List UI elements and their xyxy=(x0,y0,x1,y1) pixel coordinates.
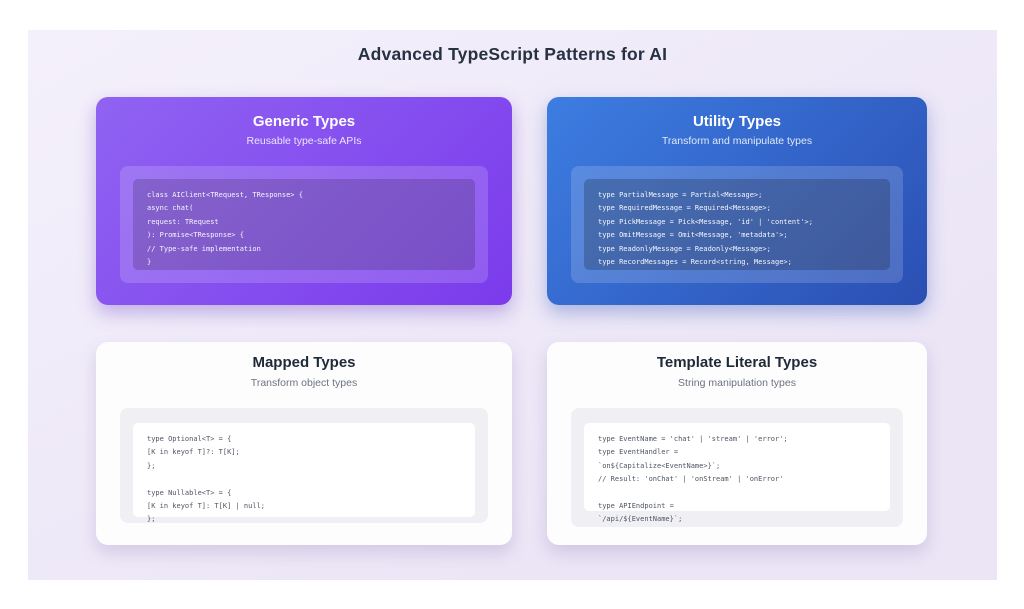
code-panel: class AIClient<TRequest, TResponse> { as… xyxy=(120,166,488,283)
card-title: Mapped Types xyxy=(252,354,356,371)
card-subtitle: Reusable type-safe APIs xyxy=(246,135,362,147)
code-block: type PartialMessage = Partial<Message>; … xyxy=(584,179,890,270)
content-panel: Advanced TypeScript Patterns for AI Gene… xyxy=(28,30,997,580)
card-mapped-types: Mapped Types Transform object types type… xyxy=(96,342,512,545)
code-panel: type Optional<T> = { [K in keyof T]?: T[… xyxy=(120,408,488,523)
card-title: Generic Types xyxy=(252,113,356,130)
card-subtitle: Transform object types xyxy=(250,377,358,389)
code-block: type Optional<T> = { [K in keyof T]?: T[… xyxy=(133,423,475,523)
page-title: Advanced TypeScript Patterns for AI xyxy=(357,44,668,64)
card-template-literal-types: Template Literal Types String manipulati… xyxy=(547,342,927,545)
cards-grid: Generic Types Reusable type-safe APIs cl… xyxy=(28,66,997,545)
code-block: class AIClient<TRequest, TResponse> { as… xyxy=(133,179,475,270)
code-block: type EventName = 'chat' | 'stream' | 'er… xyxy=(584,423,890,523)
code-panel: type EventName = 'chat' | 'stream' | 'er… xyxy=(571,408,903,527)
card-subtitle: String manipulation types xyxy=(678,377,796,389)
card-subtitle: Transform and manipulate types xyxy=(661,135,813,147)
card-utility-types: Utility Types Transform and manipulate t… xyxy=(547,97,927,305)
card-title: Utility Types xyxy=(692,113,782,130)
card-generic-types: Generic Types Reusable type-safe APIs cl… xyxy=(96,97,512,305)
code-panel: type PartialMessage = Partial<Message>; … xyxy=(571,166,903,283)
card-title: Template Literal Types xyxy=(656,354,818,371)
